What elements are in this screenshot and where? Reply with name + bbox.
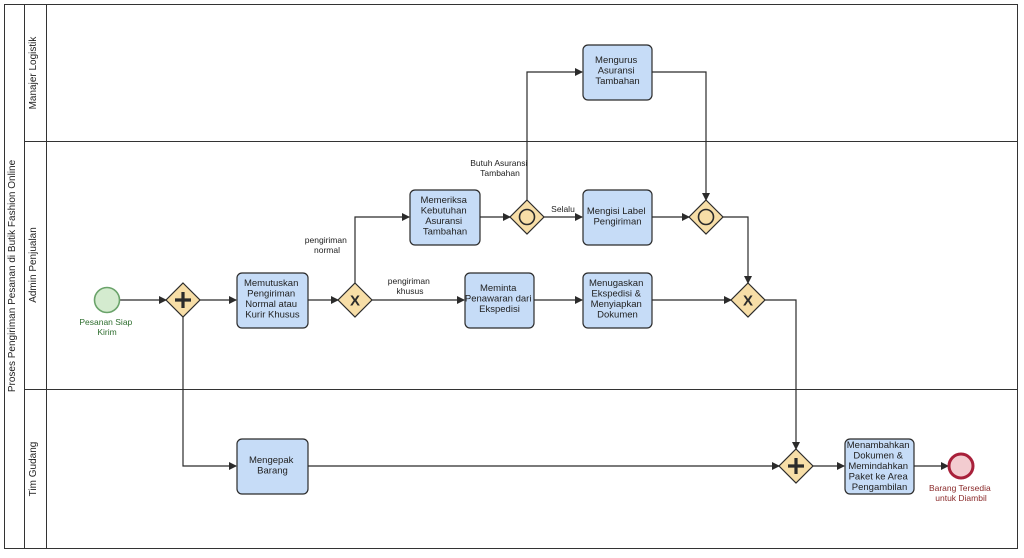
- gateway-exclusive-merge: X: [730, 282, 766, 318]
- task-mengepak: Mengepak Barang: [236, 438, 309, 495]
- plus-icon: [175, 292, 191, 308]
- task-memeriksa: Memeriksa Kebutuhan Asuransi Tambahan: [409, 189, 481, 246]
- end-event-label: Barang Tersedia untuk Diambil: [929, 483, 993, 503]
- pool: [4, 4, 1018, 549]
- edge-inclusive-to-mengurus: [526, 68, 583, 200]
- edge-label-selalu: Selalu: [551, 204, 575, 214]
- svg-text:Meminta Penawaran dari: Meminta Penawaran dari Ekspedisi: [465, 283, 534, 315]
- edges: [120, 68, 949, 470]
- svg-text:Menugaskan Ekspedisi &: Menugaskan Ekspedisi & Menyiapkan Dokume…: [589, 278, 646, 321]
- svg-text:Mengepak Barang: Mengepak Barang: [249, 455, 296, 477]
- task-mengisi: Mengisi Label Pengiriman: [582, 189, 653, 246]
- task-mengurus: Mengurus Asuransi Tambahan: [582, 44, 653, 101]
- task-meminta: Meminta Penawaran dari Ekspedisi: [464, 272, 535, 329]
- svg-text:Menambahkan Dokumen &: Menambahkan Dokumen & Memindahkan Paket …: [847, 440, 913, 493]
- edge-label-normal: pengiriman normal: [305, 235, 349, 255]
- pool-title: Proses Pengiriman Pesanan di Butik Fashi…: [7, 159, 18, 392]
- circle-icon: [518, 208, 536, 226]
- svg-text:Memutuskan Pengiriman: Memutuskan Pengiriman Normal atau Kurir …: [244, 278, 301, 321]
- edge-label-butuh: Butuh Asuransi Tambahan: [470, 158, 530, 178]
- gateway-parallel-join: [778, 448, 814, 484]
- svg-text:Memeriksa Kebutuhan: Memeriksa Kebutuhan Asuransi Tambahan: [420, 195, 469, 238]
- edge-mengurus-to-join: [652, 71, 710, 201]
- start-event: [93, 286, 121, 314]
- gateway-exclusive-split: X: [337, 282, 373, 318]
- edge-join-to-xor-merge: [723, 216, 752, 284]
- start-event-label: Pesanan Siap Kirim: [79, 317, 134, 337]
- edge-xor-merge-to-parallel-join: [765, 299, 800, 450]
- plus-icon: [788, 458, 804, 474]
- circle-icon: [697, 208, 715, 226]
- gateway-inclusive-split: [509, 199, 545, 235]
- task-menambahkan: Menambahkan Dokumen & Memindahkan Paket …: [844, 438, 915, 495]
- end-event: [947, 452, 975, 480]
- gateway-inclusive-join: [688, 199, 724, 235]
- task-menugaskan: Menugaskan Ekspedisi & Menyiapkan Dokume…: [582, 272, 653, 329]
- task-memutuskan: Memutuskan Pengiriman Normal atau Kurir …: [236, 272, 309, 329]
- lane-label-gudang: Tim Gudang: [28, 442, 39, 497]
- lane-label-manajer: Manajer Logistik: [28, 36, 39, 110]
- svg-text:Mengurus Asuransi: Mengurus Asuransi Tambahan: [595, 55, 640, 87]
- gateway-parallel-split: [165, 282, 201, 318]
- edge-label-khusus: pengiriman khusus: [388, 276, 432, 296]
- x-icon: X: [743, 293, 753, 310]
- x-icon: X: [350, 293, 360, 310]
- edge-xor-to-memeriksa: [354, 213, 410, 283]
- lane-label-admin: Admin Penjualan: [28, 227, 39, 303]
- svg-text:Mengisi Label Pengiriman: Mengisi Label Pengiriman: [587, 206, 648, 228]
- edge-parallel-to-mengepak: [182, 317, 237, 470]
